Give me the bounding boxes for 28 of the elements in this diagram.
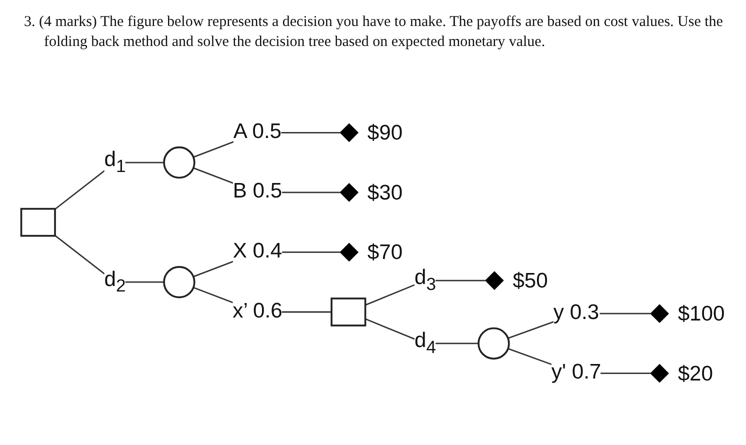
question-text: 3. (4 marks) The figure below represents a decision you have to make. The payoffs are based on cost values. Use the folding back method and solve the decision tree based on expected monetary value. [24, 13, 724, 52]
edge-label: x’ 0.6 [232, 298, 282, 323]
node-circle [478, 327, 510, 360]
edge-label: B 0.5 [232, 179, 282, 204]
edge-label: y 0.3 [553, 300, 600, 324]
node-diamond [650, 364, 669, 383]
edge-label: d$_{1}$ [104, 148, 126, 176]
node-diamond [340, 183, 359, 202]
edge-label: d$_{2}$ [104, 268, 126, 296]
node-diamond [340, 123, 359, 142]
payoff-label: $70 [367, 241, 403, 264]
payoff-label: $30 [367, 181, 403, 204]
payoff-label: $100 [678, 302, 725, 326]
payoff-label: $50 [512, 270, 548, 293]
edge-label: d$_{3}$ [414, 266, 436, 294]
node-box [330, 298, 366, 326]
payoff-label: $20 [678, 362, 713, 386]
node-diamond [340, 242, 359, 262]
edge-label: d$_{4}$ [414, 328, 436, 357]
node-diamond [485, 271, 504, 290]
edge-label: y' 0.7 [551, 360, 602, 384]
node-circle [163, 146, 196, 179]
edge-label: A 0.5 [233, 120, 282, 144]
node-box [20, 208, 56, 237]
node-diamond [650, 304, 669, 323]
node-circle [163, 266, 196, 298]
edge-label: X 0.4 [232, 239, 282, 264]
payoff-label: $90 [367, 122, 403, 145]
